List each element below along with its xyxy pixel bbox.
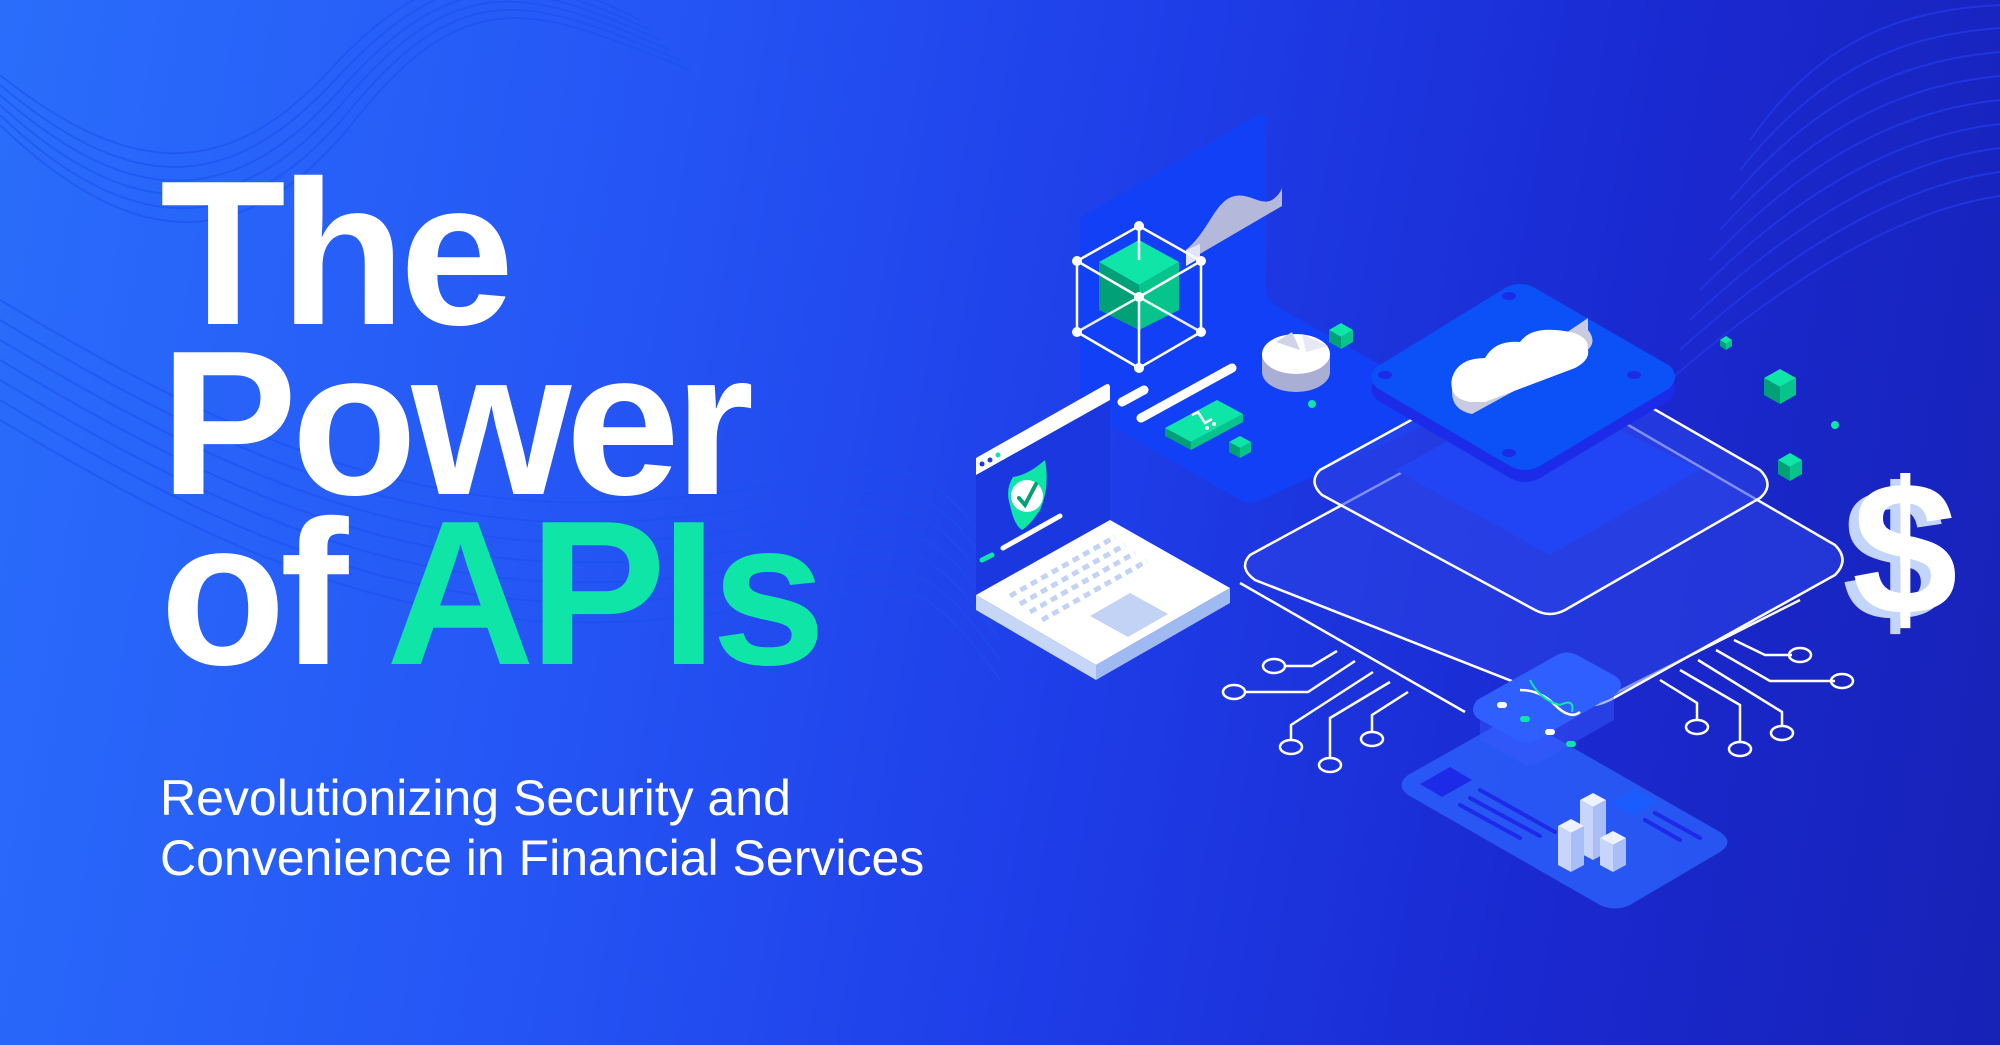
dollar-sign-icon: $ $ [1842,443,1958,661]
bar-chart-icon [1558,793,1626,872]
pie-chart-icon [1262,332,1330,392]
circuit-icon [1221,581,1466,774]
wave-display [1473,652,1621,765]
title-line-3: of APIs [160,490,826,696]
wave-chart-icon [1186,188,1282,266]
floating-cubes [1229,323,1839,481]
title-line-2: Power [160,308,754,538]
analytics-card [1401,719,1728,909]
title-line-3-prefix: of [160,478,348,708]
hero-title: The Power of APIs [160,138,826,696]
cloud-icon [1451,318,1593,414]
dollar-glyph-shadow: $ [1842,449,1948,661]
subtitle-line-2: Convenience in Financial Services [160,830,925,886]
title-accent-apis: APIs [386,478,826,708]
cube-icon [1072,221,1206,373]
shield-check-icon [1008,460,1047,530]
dashboard-panel [1080,114,1460,503]
api-isometric-illustration: $ $ [976,114,1958,909]
hero-subtitle: Revolutionizing Security and Convenience… [160,768,924,888]
dollar-glyph: $ [1852,443,1958,655]
title-line-1: The [160,138,514,368]
laptop-icon [976,384,1230,680]
cloud-platform [1371,284,1675,482]
subtitle-line-1: Revolutionizing Security and [160,770,791,826]
text-lines [1117,363,1237,423]
shopping-cart-icon [1165,400,1243,450]
